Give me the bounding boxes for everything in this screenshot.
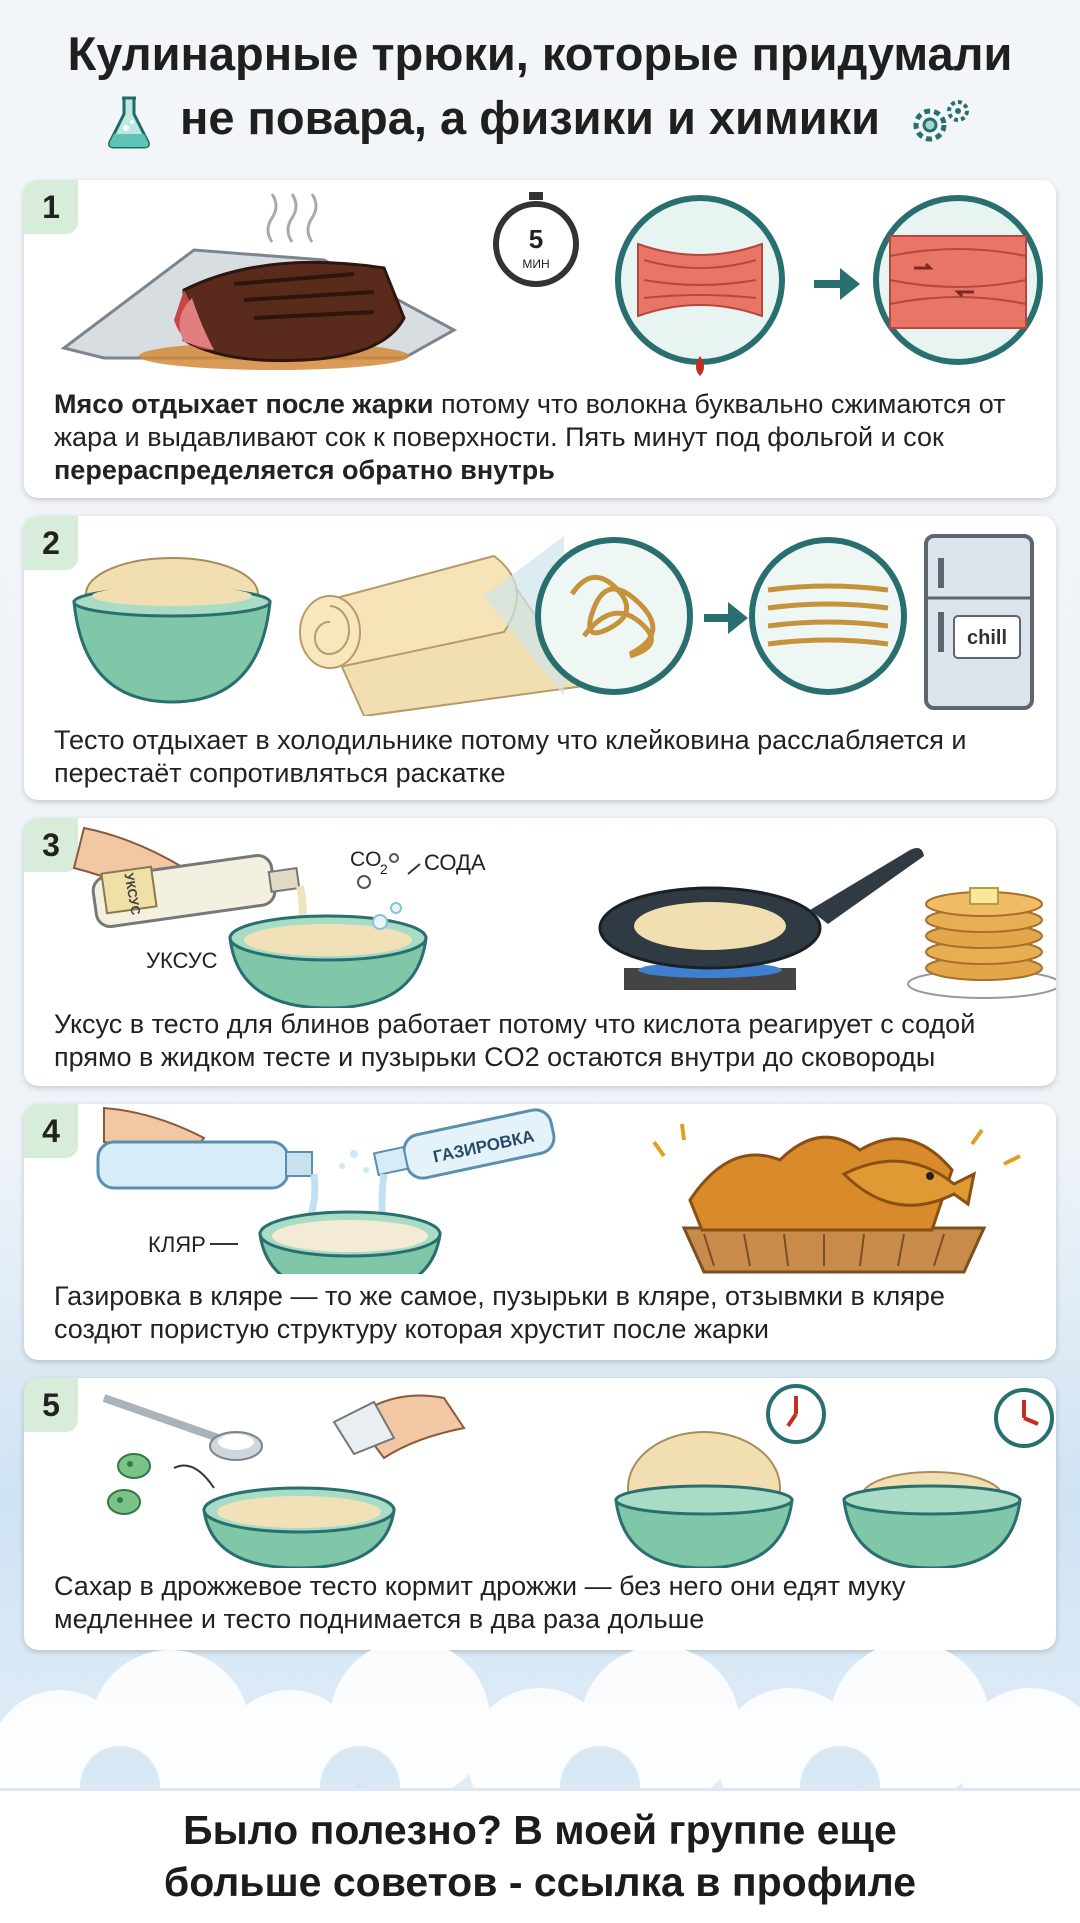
tip-2-text: Тесто отдыхает в холодильнике потому что…: [54, 725, 967, 788]
tip-number: 1: [24, 180, 78, 234]
bowl-batter-icon: [228, 914, 428, 1008]
bottle-label: УКСУС: [121, 872, 143, 917]
tip-1-bold-1: Мясо отдыхает после жарки: [54, 389, 434, 419]
water-bottle-icon: [96, 1106, 313, 1190]
tip-number: 2: [24, 516, 78, 570]
tip-3-text: Уксус в тесто для блинов работает потому…: [54, 1009, 976, 1072]
footer-line-1: Было полезно? В моей группе еще: [183, 1807, 897, 1853]
vinegar-bottle-icon: [72, 826, 301, 928]
vinegar-label: УКСУС: [146, 948, 218, 973]
page-title: Кулинарные трюки, которые придумали не п…: [0, 22, 1080, 150]
timer-unit: МИН: [522, 257, 549, 271]
tip-3-illustration: УКСУС CO 2 СОДА УКСУС: [72, 826, 1056, 1008]
timer-value: 5: [529, 224, 543, 254]
footer-line-2: больше советов - ссылка в профиле: [163, 1859, 917, 1905]
tip-card-2: 2: [24, 516, 1056, 800]
title-line-1: Кулинарные трюки, которые придумали: [67, 27, 1013, 80]
tip-number: 5: [24, 1378, 78, 1432]
flask-icon: [107, 96, 150, 149]
tip-1-bold-2: перераспределяется обратно внутрь: [54, 455, 555, 485]
yeast-icon: [107, 1453, 151, 1515]
flat-dough-bowl-icon: [842, 1471, 1022, 1568]
co2-subscript: 2: [380, 861, 388, 877]
gears-icon: [913, 99, 970, 142]
tip-5-text: Сахар в дрожжевое тесто кормит дрожжи — …: [54, 1571, 906, 1634]
clock-fast-icon: [766, 1384, 826, 1444]
tip-1-illustration: 5 МИН: [60, 192, 1043, 376]
bowl-dough-icon: [72, 557, 272, 704]
batter-label: КЛЯР: [148, 1232, 206, 1257]
sugar-bag-icon: [304, 1394, 466, 1528]
tip-2-illustration: chill: [72, 534, 1034, 716]
steak-icon: [182, 260, 406, 363]
fried-food-basket-icon: [681, 1135, 987, 1274]
tip-number: 3: [24, 818, 78, 872]
tip-card-5: 5: [24, 1378, 1056, 1650]
footer-cta: Было полезно? В моей группе еще больше с…: [0, 1788, 1080, 1923]
clock-slow-icon: [994, 1388, 1054, 1448]
fridge-label: chill: [967, 627, 1007, 649]
tangled-gluten-icon: [535, 537, 693, 695]
tip-card-4: 4 ГАЗИРОВКА КЛЯР: [24, 1104, 1056, 1360]
tip-1-body: потому что волокна буквально сжимаются о…: [54, 389, 1006, 452]
sugar-spoon-icon: [102, 1394, 263, 1461]
fridge-icon: [924, 534, 1034, 710]
clouds-decoration: [0, 1640, 1080, 1800]
relaxed-fibers-icon: [873, 195, 1043, 365]
frying-pan-icon: [598, 848, 924, 990]
tip-4-illustration: ГАЗИРОВКА КЛЯР: [96, 1106, 1021, 1274]
co2-label: CO: [350, 848, 382, 871]
tip-card-3: 3 УКСУС CO 2 СОДА УКСУС: [24, 818, 1056, 1086]
tip-1-text: Мясо отдыхает после жарки потому что вол…: [54, 388, 1036, 487]
risen-dough-bowl-icon: [614, 1431, 794, 1568]
soda-label: СОДА: [424, 850, 486, 875]
tip-number: 4: [24, 1104, 78, 1158]
bowl-dough-icon: [202, 1486, 396, 1568]
timer-icon: [493, 192, 579, 287]
tip-5-illustration: [102, 1384, 1054, 1568]
pancake-stack-icon: [907, 887, 1056, 999]
soda-bottle-icon: [372, 1108, 556, 1180]
tip-4-text: Газировка в кляре — то же самое, пузырьк…: [54, 1281, 945, 1344]
aligned-gluten-icon: [749, 537, 907, 695]
contracted-fibers-icon: [615, 195, 785, 376]
tip-card-1: 1 5 МИН: [24, 180, 1056, 498]
bowl-batter-icon: [258, 1210, 442, 1274]
title-line-2: не повара, а физики и химики: [179, 91, 881, 144]
